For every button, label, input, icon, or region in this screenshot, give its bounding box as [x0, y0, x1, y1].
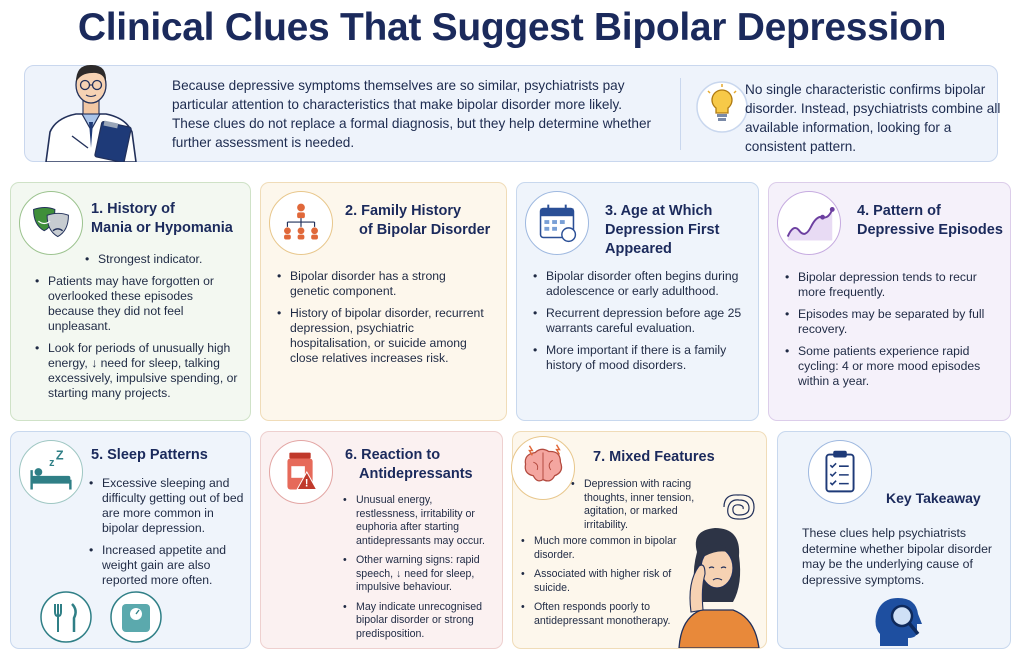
list-item: Bipolar disorder often begins during ado… — [533, 269, 747, 299]
list-item: Strongest indicator. — [85, 252, 240, 267]
list-item: Much more common in bipolar disorder. — [521, 535, 686, 562]
page-title: Clinical Clues That Suggest Bipolar Depr… — [77, 6, 947, 49]
card-title-line2: Depressive Episodes — [857, 222, 1003, 238]
card-bullet-list: Much more common in bipolar disorder. As… — [521, 535, 686, 634]
doctor-illustration — [45, 64, 137, 162]
card-bullet-list: Strongest indicator. Patients may have f… — [35, 252, 240, 408]
list-item: Bipolar depression tends to recur more f… — [785, 270, 997, 300]
card-episode-pattern: 4. Pattern of Depressive Episodes Bipola… — [768, 182, 1011, 421]
list-item: Associated with higher risk of suicide. — [521, 568, 686, 595]
list-item: Increased appetite and weight gain are a… — [89, 543, 244, 588]
list-item: Look for periods of unusually high energ… — [35, 341, 240, 401]
intro-tip: No single characteristic confirms bipola… — [745, 82, 1001, 154]
card-bullet-list: Excessive sleeping and difficulty gettin… — [89, 476, 244, 595]
card-sleep-patterns: z Z 5. Sleep Patterns Excessive sleeping… — [10, 431, 251, 649]
head-magnifier-icon — [875, 598, 922, 646]
sleeping-person-icon: z Z — [19, 440, 83, 504]
distressed-woman-illustration — [678, 528, 760, 648]
weighing-scale-icon — [110, 591, 162, 643]
list-item: Often responds poorly to antidepressant … — [521, 601, 686, 628]
card-title-line1: 1. History of — [91, 201, 175, 217]
lightbulb-icon — [696, 81, 748, 133]
key-takeaway-title: Key Takeaway — [886, 490, 981, 506]
svg-text:!: ! — [305, 478, 309, 490]
card-bullet-list: Depression with racing thoughts, inner t… — [571, 478, 701, 538]
card-title-line1: 6. Reaction to — [345, 447, 441, 463]
tangled-thoughts-icon — [723, 494, 755, 520]
list-item: Recurrent depression before age 25 warra… — [533, 306, 747, 336]
theater-masks-icon — [19, 191, 83, 255]
list-item: Episodes may be separated by full recove… — [785, 307, 997, 337]
list-item: Bipolar disorder has a strong genetic co… — [277, 269, 487, 299]
card-bullet-list: Bipolar disorder has a strong genetic co… — [277, 269, 487, 373]
card-title-line2: of Bipolar Disorder — [359, 222, 491, 238]
brain-icon — [511, 436, 575, 500]
svg-text:z: z — [49, 457, 54, 469]
card-title-line3: Appeared — [605, 241, 672, 257]
intro-divider — [680, 78, 681, 150]
key-takeaway-text: These clues help psychiatrists determine… — [802, 526, 993, 587]
card-antidepressant-reaction: ! 6. Reaction to Antidepressants Unusual… — [260, 431, 503, 649]
pill-bottle-warning-icon: ! — [269, 440, 333, 504]
card-age-onset: 3. Age at Which Depression First Appeare… — [516, 182, 759, 421]
clipboard-checklist-icon — [808, 440, 872, 504]
list-item: Depression with racing thoughts, inner t… — [571, 478, 701, 532]
card-mania-history: 1. History of Mania or Hypomania Stronge… — [10, 182, 251, 421]
intro-banner: Because depressive symptoms themselves a… — [24, 65, 1000, 162]
key-takeaway-card: Key Takeaway These clues help psychiatri… — [777, 431, 1011, 649]
card-title-line1: 7. Mixed Features — [593, 449, 715, 465]
card-mixed-features: 7. Mixed Features Depression with racing… — [511, 431, 767, 649]
list-item: Some patients experience rapid cycling: … — [785, 344, 997, 389]
list-item: Other warning signs: rapid speech, ↓ nee… — [343, 554, 493, 595]
list-item: Excessive sleeping and difficulty gettin… — [89, 476, 244, 536]
card-family-history: 2. Family History of Bipolar Disorder Bi… — [260, 182, 507, 421]
card-title-line1: 4. Pattern of — [857, 203, 941, 219]
card-title-line1: 5. Sleep Patterns — [91, 447, 208, 463]
svg-text:Z: Z — [56, 448, 64, 462]
card-title-line2: Antidepressants — [359, 466, 473, 482]
card-bullet-list: Bipolar depression tends to recur more f… — [785, 270, 997, 396]
card-title-line1: 3. Age at Which — [605, 203, 713, 219]
card-title-line2: Depression First — [605, 222, 720, 238]
list-item: More important if there is a family hist… — [533, 343, 747, 373]
mood-wave-icon — [777, 191, 841, 255]
family-tree-icon — [269, 191, 333, 255]
list-item: Patients may have forgotten or overlooke… — [35, 274, 240, 334]
intro-text: Because depressive symptoms themselves a… — [172, 78, 652, 150]
card-title-line2: Mania or Hypomania — [91, 220, 233, 236]
list-item: May indicate unrecognised bipolar disord… — [343, 601, 493, 642]
list-item: Unusual energy, restlessness, irritabili… — [343, 494, 493, 548]
calendar-icon — [525, 191, 589, 255]
list-item: History of bipolar disorder, recurrent d… — [277, 306, 487, 366]
card-bullet-list: Bipolar disorder often begins during ado… — [533, 269, 747, 380]
card-bullet-list: Unusual energy, restlessness, irritabili… — [343, 494, 493, 647]
fork-knife-icon — [40, 591, 92, 643]
card-title-line1: 2. Family History — [345, 203, 462, 219]
